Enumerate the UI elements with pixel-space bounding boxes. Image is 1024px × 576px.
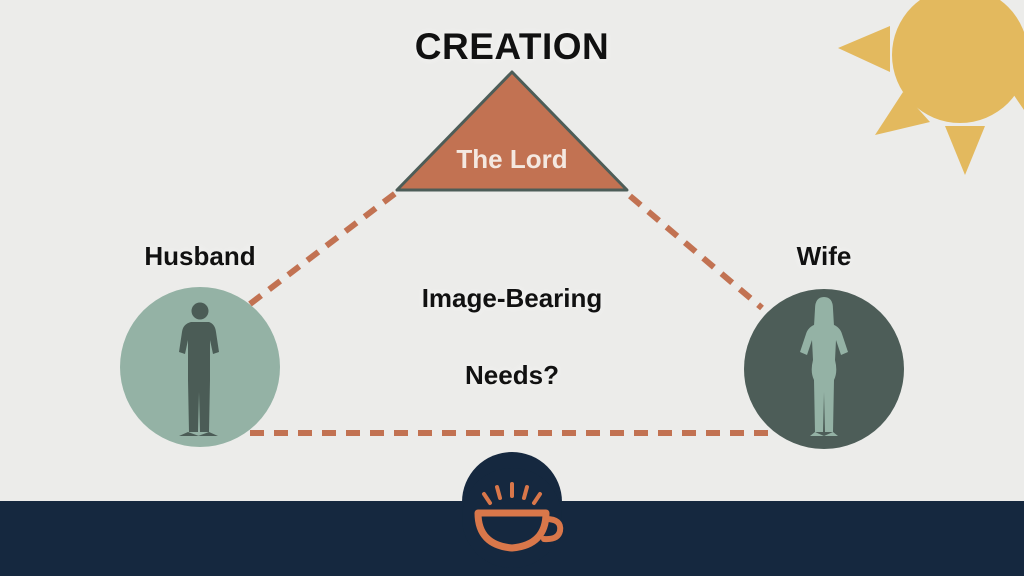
coffee-cup-logo-icon [462,452,564,568]
sun-icon [838,0,1024,175]
needs-label: Needs? [465,360,559,390]
connector-husband-lord [248,189,399,307]
page-title: CREATION [414,26,610,67]
lord-triangle [395,70,629,192]
connector-lord-wife [628,193,764,311]
man-silhouette-icon [179,302,219,436]
husband-label: Husband [144,241,256,271]
woman-silhouette-icon [800,297,848,436]
image-bearing-label: Image-Bearing [421,283,603,313]
connector-lines [248,189,775,436]
wife-label: Wife [796,241,852,271]
lord-label: The Lord [456,144,568,174]
